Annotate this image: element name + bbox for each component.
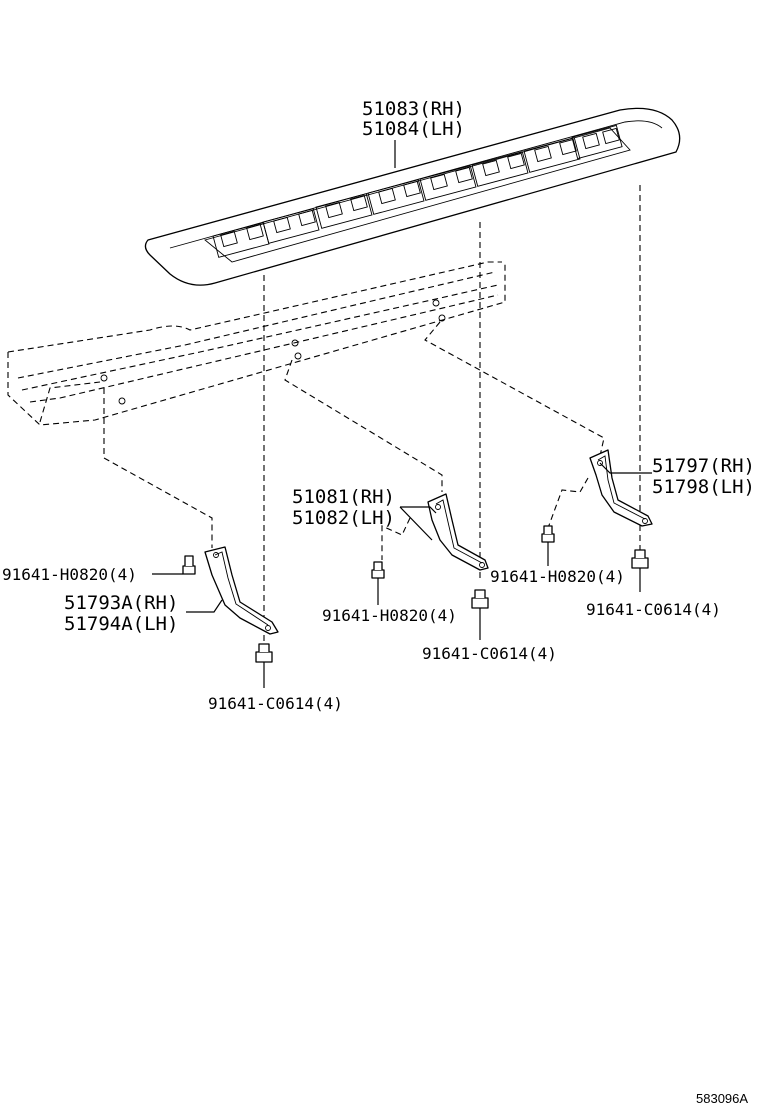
label-bracket-rear-rh: 51797(RH): [652, 455, 755, 477]
label-bolt-h0820-right: 91641-H0820(4): [490, 567, 625, 586]
tread-pattern: [212, 124, 623, 258]
diagram-code: 583096A: [696, 1091, 748, 1106]
nut-c0614-left: [255, 643, 273, 688]
bracket-rear: [589, 449, 653, 527]
label-bracket-mid-rh: 51081(RH): [292, 486, 395, 508]
label-nut-c0614-mid: 91641-C0614(4): [422, 644, 557, 663]
nut-c0614-right: [631, 549, 649, 592]
label-nut-c0614-left: 91641-C0614(4): [208, 694, 343, 713]
label-bracket-mid-lh: 51082(LH): [292, 507, 395, 529]
bolt-h0820-left: [152, 555, 196, 575]
leader-lines: [186, 140, 652, 613]
label-bracket-front-lh: 51794A(LH): [64, 613, 178, 635]
label-nut-c0614-right: 91641-C0614(4): [586, 600, 721, 619]
label-bracket-rear-lh: 51798(LH): [652, 476, 755, 498]
label-step-rh: 51083(RH): [362, 98, 465, 120]
label-bolt-h0820-left: 91641-H0820(4): [2, 565, 137, 584]
bolt-h0820-right: [541, 525, 555, 566]
label-bolt-h0820-mid: 91641-H0820(4): [322, 606, 457, 625]
bracket-middle: [427, 493, 489, 571]
label-step-lh: 51084(LH): [362, 118, 465, 140]
running-board: [144, 107, 681, 286]
alignment-lines: [103, 185, 641, 650]
nut-c0614-mid: [471, 589, 489, 640]
rocker-panel: [7, 261, 506, 426]
label-bracket-front-rh: 51793A(RH): [64, 592, 178, 614]
bolt-h0820-mid: [371, 561, 385, 605]
bracket-front: [204, 546, 279, 635]
